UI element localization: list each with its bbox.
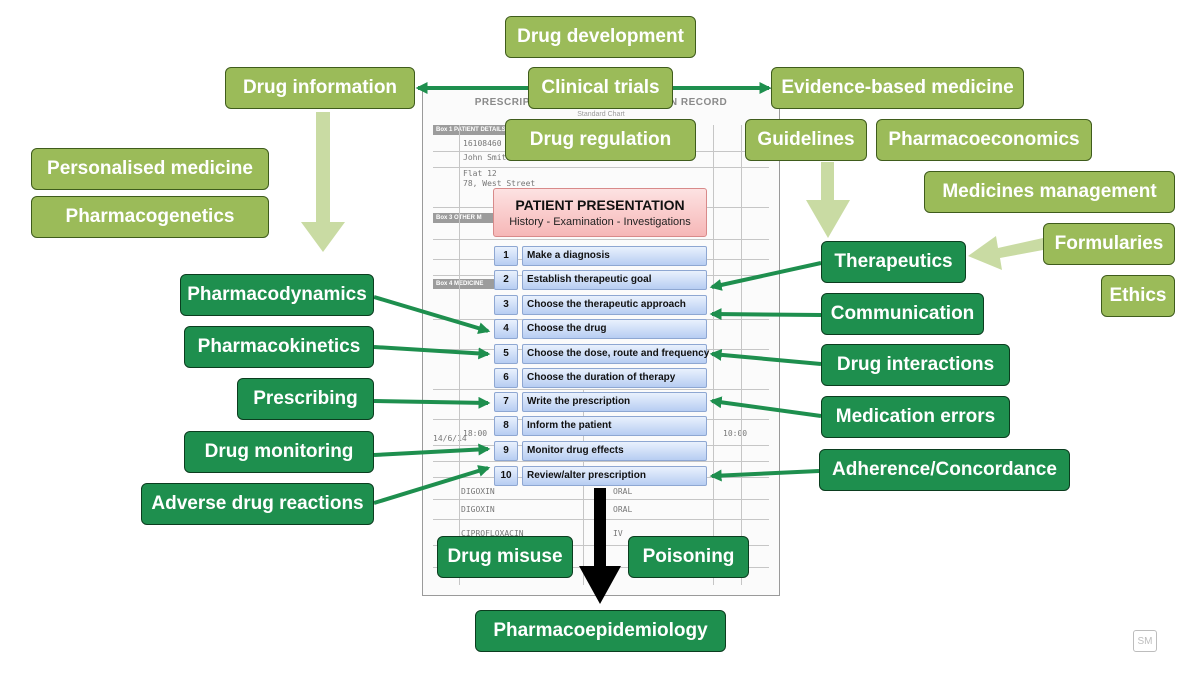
step-number: 1 — [494, 246, 518, 266]
topic-medicines-management: Medicines management — [924, 171, 1175, 213]
chart-cell: 14/6/14 — [433, 434, 467, 443]
patient-presentation-box: PATIENT PRESENTATION History - Examinati… — [493, 188, 707, 237]
step-label: Review/alter prescription — [522, 466, 707, 486]
patient-presentation-title: PATIENT PRESENTATION — [515, 197, 685, 213]
chart-rule — [741, 125, 742, 585]
chart-section-header: Box 4 MEDICINE — [433, 279, 494, 289]
topic-drug-regulation: Drug regulation — [505, 119, 696, 161]
chart-cell: DIGOXIN — [461, 505, 495, 514]
patient-presentation-subtitle: History - Examination - Investigations — [509, 216, 691, 228]
topic-pharmacogenetics: Pharmacogenetics — [31, 196, 269, 238]
step-label: Choose the dose, route and frequency — [522, 344, 709, 364]
topic-personalised-medicine: Personalised medicine — [31, 148, 269, 190]
topic-prescribing: Prescribing — [237, 378, 374, 420]
chart-cell: Flat 12 — [463, 169, 497, 178]
step-number: 10 — [494, 466, 518, 486]
pale-arrow-formularies-therapeutics — [968, 236, 1043, 270]
chart-rule — [459, 125, 460, 585]
step-label: Monitor drug effects — [522, 441, 707, 461]
topic-adherence-concordance: Adherence/Concordance — [819, 449, 1070, 491]
step-number: 8 — [494, 416, 518, 436]
chart-cell: IV — [613, 529, 623, 538]
step-number: 3 — [494, 295, 518, 315]
topic-drug-development: Drug development — [505, 16, 696, 58]
chart-cell: ORAL — [613, 505, 633, 514]
topic-guidelines: Guidelines — [745, 119, 867, 161]
chart-cell: DIGOXIN — [461, 487, 495, 496]
prescription-chart-image: PRESCRIPTION AND ADMINISTRATION RECORD S… — [422, 88, 780, 596]
topic-drug-misuse: Drug misuse — [437, 536, 573, 578]
topic-communication: Communication — [821, 293, 984, 335]
chart-rule — [433, 167, 769, 168]
chart-section-header: Box 3 OTHER M — [433, 213, 494, 223]
step-number: 2 — [494, 270, 518, 290]
step-label: Choose the drug — [522, 319, 707, 339]
topic-formularies: Formularies — [1043, 223, 1175, 265]
step-1: 1 Make a diagnosis — [494, 246, 707, 266]
topic-pharmacoepidemiology: Pharmacoepidemiology — [475, 610, 726, 652]
step-4: 4 Choose the drug — [494, 319, 707, 339]
topic-pharmacoeconomics: Pharmacoeconomics — [876, 119, 1092, 161]
step-number: 6 — [494, 368, 518, 388]
topic-drug-interactions: Drug interactions — [821, 344, 1010, 386]
topic-therapeutics: Therapeutics — [821, 241, 966, 283]
step-9: 9 Monitor drug effects — [494, 441, 707, 461]
topic-ethics: Ethics — [1101, 275, 1175, 317]
topic-drug-information: Drug information — [225, 67, 415, 109]
chart-rule — [433, 239, 769, 240]
pale-arrow-drug-information-down — [301, 112, 345, 252]
step-number: 4 — [494, 319, 518, 339]
chart-cell: ORAL — [613, 487, 633, 496]
step-10: 10 Review/alter prescription — [494, 466, 707, 486]
topic-clinical-trials: Clinical trials — [528, 67, 673, 109]
step-5: 5 Choose the dose, route and frequency — [494, 344, 709, 364]
topic-pharmacodynamics: Pharmacodynamics — [180, 274, 374, 316]
step-label: Write the prescription — [522, 392, 707, 412]
chart-cell: 10:00 — [723, 429, 748, 438]
chart-cell: John Smith — [463, 153, 512, 162]
chart-cell: 18:00 — [463, 429, 488, 438]
step-6: 6 Choose the duration of therapy — [494, 368, 707, 388]
chart-rule — [583, 389, 584, 585]
step-label: Choose the duration of therapy — [522, 368, 707, 388]
step-label: Choose the therapeutic approach — [522, 295, 707, 315]
chart-cell: 16108460 — [463, 139, 502, 148]
step-number: 5 — [494, 344, 518, 364]
sm-logo: SM — [1133, 630, 1157, 652]
step-label: Establish therapeutic goal — [522, 270, 707, 290]
topic-adverse-drug-reactions: Adverse drug reactions — [141, 483, 374, 525]
topic-medication-errors: Medication errors — [821, 396, 1010, 438]
chart-cell: 78, West Street — [463, 179, 536, 188]
chart-rule — [433, 389, 769, 390]
chart-rule — [433, 461, 769, 462]
step-label: Make a diagnosis — [522, 246, 707, 266]
chart-rule — [713, 125, 714, 585]
topic-evidence-based-medicine: Evidence-based medicine — [771, 67, 1024, 109]
chart-subtitle: Standard Chart — [577, 111, 625, 118]
topic-poisoning: Poisoning — [628, 536, 749, 578]
pale-arrow-guidelines-down — [806, 162, 850, 238]
topic-drug-monitoring: Drug monitoring — [184, 431, 374, 473]
chart-rule — [433, 519, 769, 520]
step-7: 7 Write the prescription — [494, 392, 707, 412]
step-2: 2 Establish therapeutic goal — [494, 270, 707, 290]
topic-pharmacokinetics: Pharmacokinetics — [184, 326, 374, 368]
step-8: 8 Inform the patient — [494, 416, 707, 436]
chart-rule — [433, 499, 769, 500]
chart-cell: CIPROFLOXACIN — [461, 529, 524, 538]
step-3: 3 Choose the therapeutic approach — [494, 295, 707, 315]
step-number: 9 — [494, 441, 518, 461]
step-label: Inform the patient — [522, 416, 707, 436]
step-number: 7 — [494, 392, 518, 412]
